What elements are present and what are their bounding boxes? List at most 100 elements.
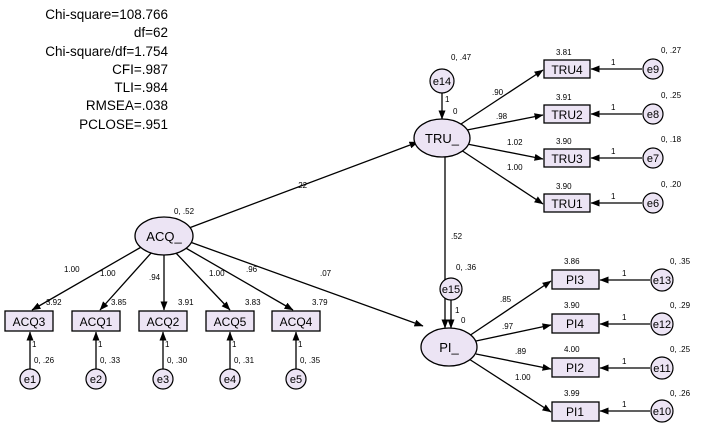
- error-e8: e8: [642, 103, 664, 125]
- indicator-acq3: ACQ3: [4, 310, 54, 332]
- error-stats-e9: 0, .27: [661, 46, 682, 55]
- weight-e11: 1: [622, 357, 627, 366]
- disturbance-e15-label: e15: [442, 284, 460, 296]
- error-stats-e7: 0, .18: [661, 135, 682, 144]
- intercept-pi3: 3.86: [564, 257, 580, 266]
- loading-tru2: .98: [496, 112, 508, 121]
- path-pi-to-pi2: [475, 353, 552, 371]
- estimate-tru-intercept: 0: [453, 107, 458, 116]
- indicator-tru2: TRU2: [543, 104, 591, 124]
- error-e4-label: e4: [224, 374, 236, 386]
- error-e7-label: e7: [647, 153, 659, 165]
- indicator-tru1-label: TRU1: [551, 197, 583, 211]
- error-e10-label: e10: [653, 406, 671, 418]
- loading-acq3: 1.00: [64, 265, 80, 274]
- error-e5-label: e5: [290, 374, 302, 386]
- error-stats-e5: 0, .35: [300, 356, 321, 365]
- error-e5: e5: [285, 368, 307, 390]
- intercept-acq1: 3.85: [111, 298, 127, 307]
- weight-e9: 1: [611, 58, 616, 67]
- weight-e14: 1: [445, 95, 450, 104]
- error-stats-e11: 0, .25: [670, 345, 691, 354]
- disturbance-e15: e15: [439, 277, 463, 301]
- error-e6-label: e6: [647, 198, 659, 210]
- indicator-tru4: TRU4: [543, 59, 591, 79]
- intercept-tru4: 3.81: [556, 48, 572, 57]
- estimate-pi-intercept: 0: [461, 316, 466, 325]
- path-tru-to-tru1: [460, 149, 544, 205]
- intercept-pi2: 4.00: [564, 345, 580, 354]
- error-e3: e3: [152, 368, 174, 390]
- latent-tru-label: TRU_: [425, 131, 460, 146]
- latent-pi: PI_: [420, 327, 478, 367]
- loading-acq2: .94: [149, 273, 161, 282]
- indicator-pi4-label: PI4: [566, 317, 584, 331]
- fit-stat-tli: TLI=.984: [114, 80, 168, 96]
- latent-tru: TRU_: [413, 118, 471, 158]
- error-e1: e1: [19, 368, 41, 390]
- loading-acq5: 1.00: [209, 269, 225, 278]
- indicator-acq4: ACQ4: [271, 310, 321, 332]
- error-e10: e10: [650, 399, 674, 423]
- weight-e13: 1: [622, 269, 627, 278]
- fit-stat-chi-square-df: Chi-square/df=1.754: [45, 43, 168, 59]
- indicator-pi1: PI1: [551, 401, 600, 422]
- weight-e4: 1: [232, 340, 237, 349]
- indicator-acq3-label: ACQ3: [13, 315, 46, 329]
- indicator-tru2-label: TRU2: [551, 108, 583, 122]
- intercept-acq3: 3.92: [46, 298, 62, 307]
- path-acq-to-acq4: [183, 246, 294, 311]
- weight-e6: 1: [611, 192, 616, 201]
- error-e9-label: e9: [647, 64, 659, 76]
- intercept-acq2: 3.91: [178, 298, 194, 307]
- intercept-acq5: 3.83: [245, 298, 261, 307]
- loading-pi2: .89: [515, 347, 527, 356]
- weight-e12: 1: [622, 313, 627, 322]
- estimate-tru-pi: .52: [451, 232, 463, 241]
- error-e7: e7: [642, 147, 664, 169]
- path-acq-to-pi: [189, 241, 424, 327]
- path-acq-to-acq5: [174, 251, 231, 311]
- indicator-pi4: PI4: [551, 313, 600, 334]
- error-e4: e4: [219, 368, 241, 390]
- fit-statistics: Chi-square=108.766 df=62 Chi-square/df=1…: [0, 6, 168, 134]
- error-e12: e12: [650, 312, 674, 336]
- fit-stat-cfi: CFI=.987: [112, 61, 168, 77]
- indicator-tru4-label: TRU4: [551, 63, 583, 77]
- fit-stat-df: df=62: [133, 25, 168, 41]
- error-e13: e13: [650, 268, 674, 292]
- indicator-acq5: ACQ5: [205, 310, 255, 332]
- error-stats-e10: 0, .26: [670, 389, 691, 398]
- loading-acq4: .96: [246, 265, 258, 274]
- path-tru-to-tru2: [466, 113, 544, 131]
- weight-e3: 1: [165, 340, 170, 349]
- error-stats-e8: 0, .25: [661, 91, 682, 100]
- error-e8-label: e8: [647, 109, 659, 121]
- indicator-pi1-label: PI1: [566, 405, 584, 419]
- latent-acq-label: ACQ_: [146, 229, 182, 244]
- error-e12-label: e12: [653, 319, 671, 331]
- error-stats-e13: 0, .35: [670, 257, 691, 266]
- estimate-acq-pi: .07: [320, 269, 332, 278]
- weight-e10: 1: [622, 400, 627, 409]
- path-pi-to-pi3: [468, 280, 552, 337]
- indicator-tru3: TRU3: [543, 148, 591, 168]
- path-acq-to-acq1: [99, 251, 153, 311]
- weight-e15: 1: [455, 306, 460, 315]
- estimate-e14-stats: 0, .47: [451, 53, 472, 62]
- intercept-tru2: 3.91: [556, 93, 572, 102]
- estimate-e15-stats: 0, .36: [456, 263, 477, 272]
- error-stats-e2: 0, .33: [100, 356, 121, 365]
- indicator-pi3-label: PI3: [566, 273, 584, 287]
- indicator-acq4-label: ACQ4: [280, 315, 313, 329]
- fit-stat-pclose: PCLOSE=.951: [79, 116, 168, 132]
- weight-e5: 1: [298, 340, 303, 349]
- error-e1-label: e1: [24, 374, 36, 386]
- error-e2: e2: [85, 368, 107, 390]
- loading-tru4: .90: [492, 88, 504, 97]
- intercept-tru3: 3.90: [556, 137, 572, 146]
- indicator-acq2: ACQ2: [138, 310, 188, 332]
- intercept-pi4: 3.90: [564, 301, 580, 310]
- error-stats-e3: 0, .30: [167, 356, 188, 365]
